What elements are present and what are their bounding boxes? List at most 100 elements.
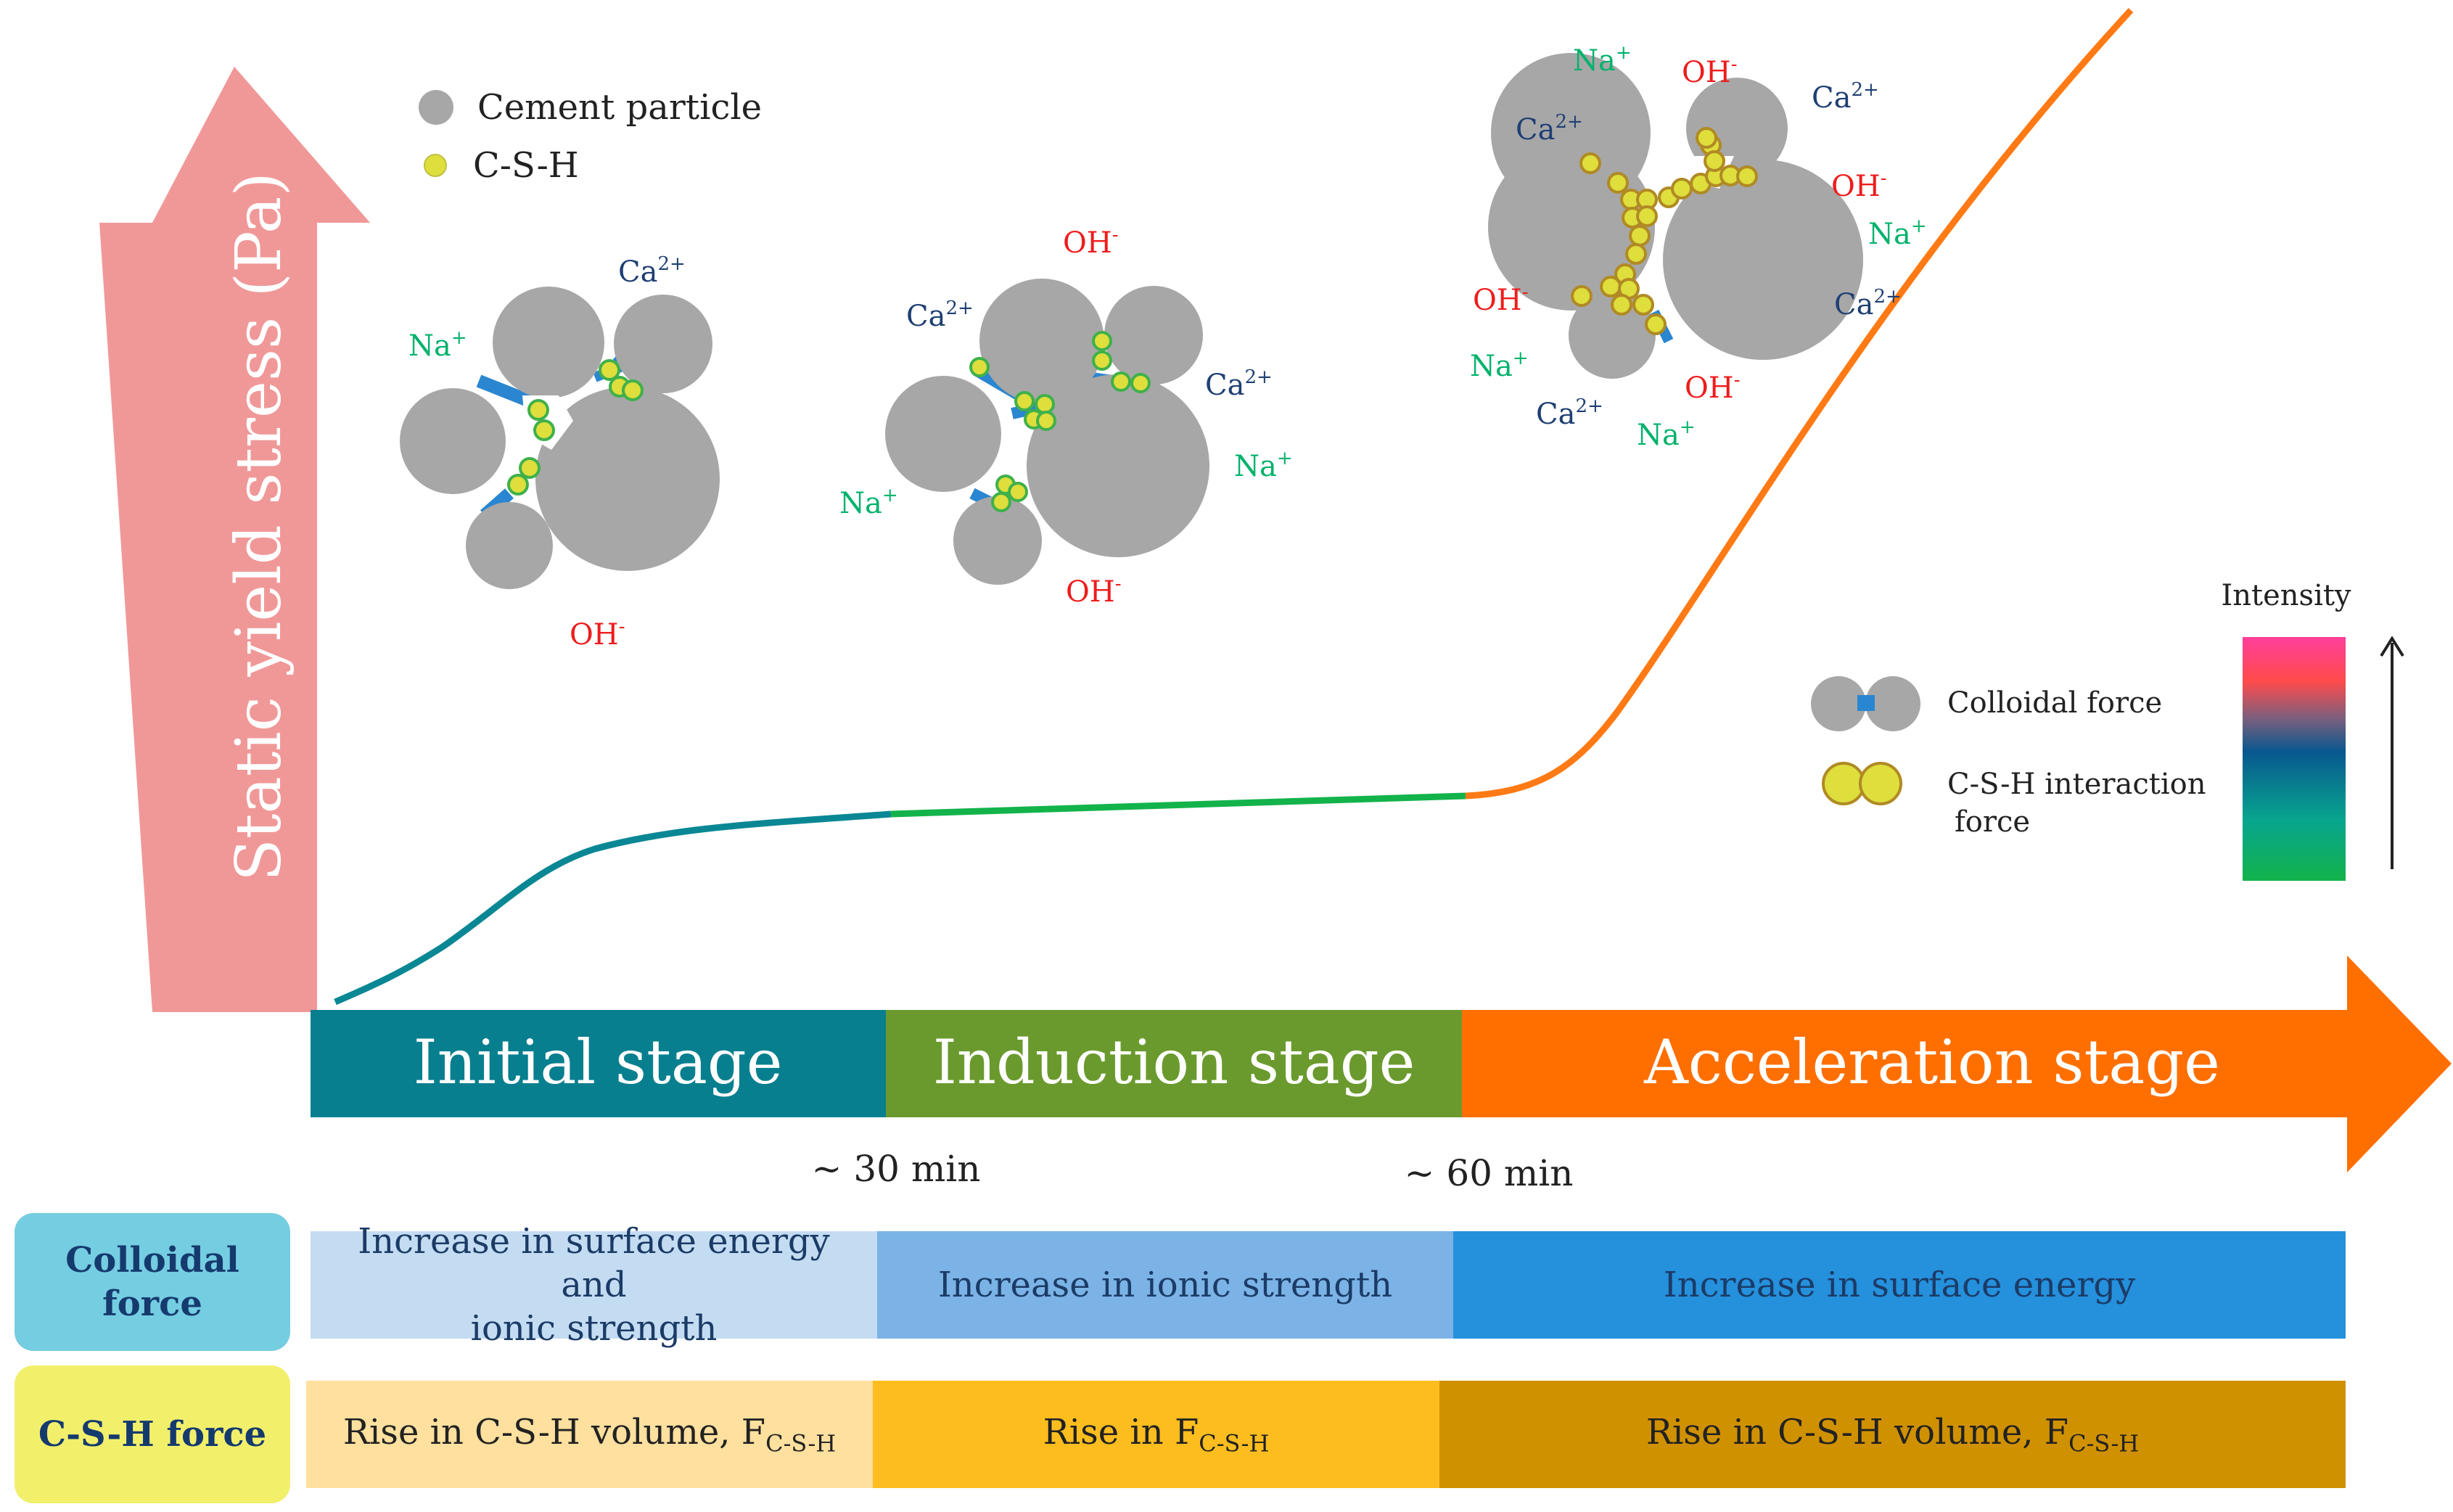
ion-charge: + (1911, 215, 1927, 237)
csh-cell-induction: Rise in FC-S-H (873, 1381, 1439, 1488)
ion-symbol: Ca (1516, 113, 1555, 147)
csh-particle (1571, 285, 1593, 307)
intensity-arrow-head (2380, 636, 2404, 657)
row-label-csh-text: C-S-H force (38, 1414, 267, 1455)
legend-cement-label: Cement particle (477, 87, 762, 128)
legend-colloidal-icon-right (1865, 676, 1920, 731)
cement-particle (493, 287, 604, 398)
colloidal-cell-initial-line1: Increase in surface energy and (358, 1221, 830, 1305)
csh-particle (507, 474, 529, 496)
ion-charge: - (1731, 54, 1738, 75)
csh-particle (991, 492, 1011, 512)
ion-label: OH- (1682, 54, 1737, 89)
csh-particle (1671, 178, 1693, 200)
csh-particle (1696, 127, 1717, 149)
ion-label: Na+ (1470, 348, 1529, 383)
ion-label: OH- (1473, 282, 1528, 317)
particle-cluster-induction (885, 279, 1209, 585)
csh-particle (1008, 482, 1028, 502)
cement-particle (1569, 292, 1656, 379)
cement-particle (400, 388, 506, 494)
row-label-csh-force: C-S-H force (15, 1365, 290, 1503)
ion-symbol: OH (1066, 575, 1115, 609)
csh-particle (1611, 294, 1632, 316)
csh-particle (1636, 205, 1658, 227)
csh-cell-initial-sub: C-S-H (765, 1429, 837, 1458)
colloidal-cell-initial-line2: ionic strength (470, 1308, 718, 1349)
ion-charge: - (619, 616, 625, 638)
ion-charge: 2+ (657, 253, 685, 275)
csh-cell-acceleration: Rise in C-S-H volume, FC-S-H (1439, 1381, 2346, 1488)
ion-labels: Ca2+Na+OH-OH-Ca2+Ca2+Na+Na+OH-Na+OH-Ca2+… (408, 42, 1927, 652)
legend-colloidal-label: Colloidal force (1947, 686, 2162, 720)
colloidal-cell-acceleration-text: Increase in surface energy (1663, 1265, 2136, 1305)
ion-label: OH- (1831, 168, 1886, 203)
ion-label: Na+ (839, 485, 898, 520)
intensity-color-bar (2243, 637, 2346, 881)
ion-symbol: OH (1063, 226, 1112, 260)
csh-particle (1645, 313, 1667, 335)
ion-charge: 2+ (945, 297, 973, 319)
ion-charge: - (1115, 573, 1122, 595)
ion-symbol: Na (408, 329, 451, 363)
ion-label: Ca2+ (1205, 366, 1273, 402)
row-label-colloidal-line1: Colloidal (65, 1240, 239, 1281)
ion-label: Na+ (1637, 416, 1696, 452)
cement-particle (1027, 374, 1209, 557)
ion-symbol: Ca (1812, 81, 1851, 115)
particle-cluster-initial (400, 287, 720, 589)
ion-label: OH- (1685, 369, 1740, 405)
csh-particle (622, 379, 644, 401)
cement-particle (1663, 160, 1863, 360)
ion-charge: 2+ (1555, 111, 1582, 133)
y-axis-label: Static yield stress (Pa) (223, 172, 295, 882)
legend-csh-force-label-2: force (1955, 805, 2030, 839)
ion-charge: - (1112, 224, 1119, 246)
ion-label: OH- (1066, 573, 1121, 609)
csh-particle (1036, 411, 1056, 431)
ion-symbol: OH (1685, 371, 1734, 405)
ion-charge: + (1277, 448, 1293, 469)
ion-label: Na+ (1573, 42, 1632, 78)
y-axis-arrow-head (152, 67, 370, 223)
csh-particle (1625, 243, 1647, 265)
csh-particle (527, 399, 549, 421)
ion-label: Ca2+ (618, 253, 686, 289)
legend-cement-icon (419, 90, 453, 125)
ion-label: Ca2+ (1812, 79, 1879, 115)
legend-csh-force-icon-right (1859, 762, 1902, 805)
curve-initial-stage (334, 810, 892, 1006)
legend-csh-force-icon-left (1822, 762, 1865, 805)
cement-particle (535, 387, 720, 571)
time-mark-30: ~ 30 min (812, 1148, 981, 1190)
csh-cell-initial-text: Rise in C-S-H volume, F (342, 1412, 766, 1453)
ion-charge: + (1513, 348, 1529, 369)
colloidal-cell-acceleration: Increase in surface energy (1453, 1231, 2346, 1339)
intensity-label: Intensity (2221, 579, 2351, 612)
stage-label-initial: Initial stage (414, 1027, 783, 1098)
legend-csh-icon (424, 154, 447, 177)
legend-csh-label: C-S-H (473, 145, 579, 186)
csh-particle (1111, 371, 1131, 392)
ion-charge: + (1680, 416, 1696, 438)
ion-symbol: Na (1573, 44, 1616, 78)
csh-particle (1035, 394, 1055, 414)
ion-charge: 2+ (1575, 395, 1603, 417)
ion-charge: - (1881, 168, 1887, 189)
csh-particle (533, 419, 555, 441)
ion-charge: 2+ (1244, 366, 1272, 388)
ion-label: OH- (570, 616, 625, 652)
ion-label: Ca2+ (1834, 286, 1902, 321)
ion-label: Ca2+ (1516, 111, 1583, 147)
csh-cell-induction-sub: C-S-H (1199, 1429, 1270, 1458)
ion-label: Na+ (408, 327, 467, 363)
colloidal-cell-induction-text: Increase in ionic strength (937, 1265, 1393, 1305)
ion-symbol: Na (1637, 419, 1680, 452)
ion-charge: - (1522, 282, 1529, 303)
ion-label: OH- (1063, 224, 1118, 260)
cement-particle (1104, 286, 1203, 385)
ion-symbol: Ca (618, 255, 657, 289)
ion-symbol: OH (1473, 284, 1522, 317)
